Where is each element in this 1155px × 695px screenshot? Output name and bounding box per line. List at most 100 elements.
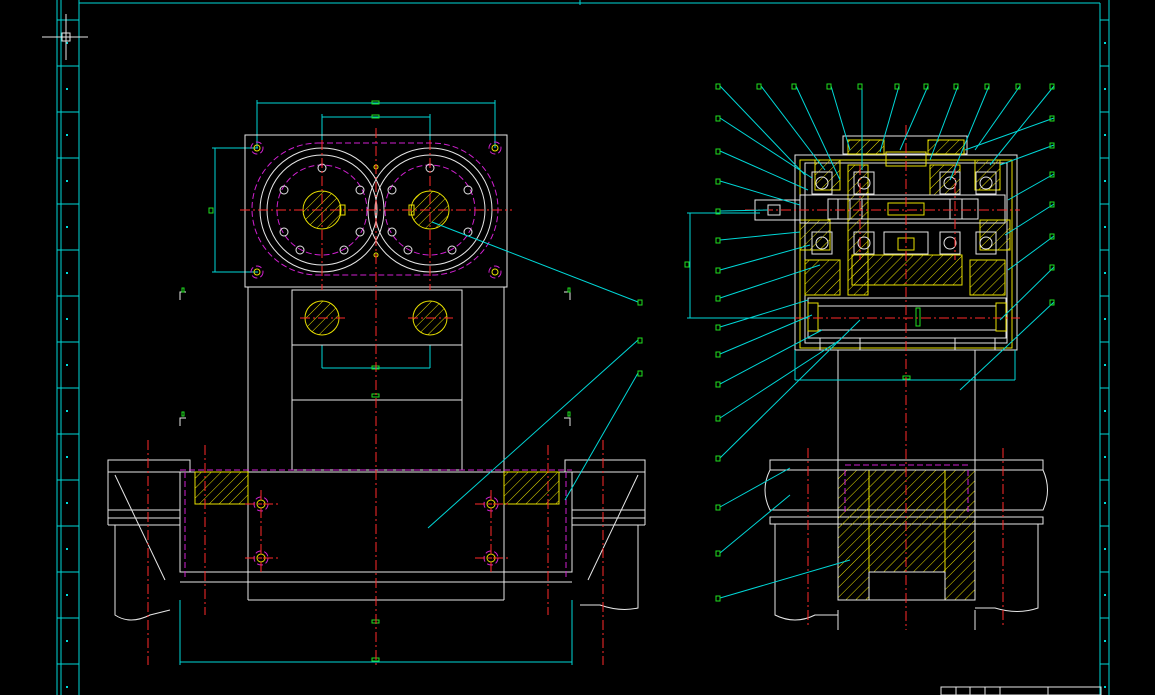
callout-marker [1049, 299, 1055, 306]
callout-leader [719, 244, 811, 271]
shafts [799, 194, 1007, 351]
front-view[interactable] [107, 100, 646, 668]
front-view-callouts [427, 221, 643, 529]
frame-dot [1104, 456, 1106, 458]
frame-dot [66, 364, 68, 366]
callout-leader [564, 372, 639, 501]
callout-marker [715, 115, 721, 122]
side-section-view[interactable] [684, 83, 1055, 630]
callout-marker [791, 83, 797, 90]
callout-leader [899, 85, 929, 151]
callout-marker [1049, 171, 1055, 178]
frame-dot [1104, 88, 1106, 90]
callout-leader [427, 339, 639, 529]
callout-leader [959, 301, 1055, 391]
callout-leader [719, 319, 861, 459]
frame-dot [66, 272, 68, 274]
column-body[interactable] [247, 287, 505, 600]
callout-marker [715, 351, 721, 358]
side-view-centerlines [745, 125, 1020, 630]
callout-leader [431, 221, 639, 303]
callout-leader [760, 85, 826, 171]
callout-marker [715, 550, 721, 557]
callout-marker [715, 267, 721, 274]
callout-marker [715, 504, 721, 511]
callout-marker [715, 83, 721, 90]
callout-marker [1015, 83, 1021, 90]
callout-leader [719, 467, 791, 508]
callout-marker [953, 83, 959, 90]
section-markers [179, 287, 571, 426]
callout-leader [719, 559, 851, 599]
frame-dot [66, 502, 68, 504]
callout-marker [1049, 201, 1055, 208]
callout-leader [1004, 203, 1055, 236]
frame-dot [1104, 410, 1106, 412]
callout-leader [719, 339, 841, 419]
crosshair-cursor-icon [42, 14, 88, 60]
frame-dot [66, 180, 68, 182]
callout-leader [795, 85, 841, 181]
callout-marker [715, 295, 721, 302]
callout-marker [637, 370, 643, 377]
frame-dot [1104, 134, 1106, 136]
callout-leader [1007, 235, 1055, 271]
callout-leader [929, 85, 959, 161]
frame-dot [1104, 42, 1106, 44]
callout-marker [1049, 115, 1055, 122]
callout-leader [999, 144, 1055, 166]
frame-dot [66, 594, 68, 596]
callout-marker [756, 83, 762, 90]
callout-marker [715, 237, 721, 244]
callout-marker [1049, 83, 1055, 90]
callout-marker [715, 208, 721, 215]
callout-leader [719, 231, 801, 241]
callout-marker [984, 83, 990, 90]
bearings [811, 171, 997, 255]
frame-dot [1104, 686, 1106, 688]
callout-marker [1049, 233, 1055, 240]
frame-dot [66, 226, 68, 228]
frame-dot [1104, 502, 1106, 504]
callout-leader [719, 329, 823, 385]
callout-marker [826, 83, 832, 90]
side-view-callouts [715, 83, 1055, 602]
frame-dot [66, 548, 68, 550]
frame-dot [66, 134, 68, 136]
frame-dot [1104, 640, 1106, 642]
callout-leader [949, 85, 990, 181]
callout-marker [923, 83, 929, 90]
callout-marker [1049, 142, 1055, 149]
callout-marker [715, 381, 721, 388]
callout-leader [964, 117, 1055, 151]
frame-dot [66, 318, 68, 320]
callout-leader [719, 85, 806, 176]
callout-leader [719, 494, 791, 554]
callout-marker [715, 455, 721, 462]
callout-marker [857, 83, 863, 90]
callout-leader [974, 85, 1021, 151]
side-column-base[interactable] [764, 350, 1048, 630]
callout-marker [894, 83, 900, 90]
callout-leader [719, 117, 813, 179]
frame-dot [66, 686, 68, 688]
callout-leader [719, 209, 769, 212]
frame-dot [66, 410, 68, 412]
callout-leader [719, 150, 809, 191]
callout-marker [715, 324, 721, 331]
front-view-centerlines [147, 128, 604, 668]
callout-marker [637, 337, 643, 344]
callout-leader [719, 314, 813, 355]
frame-zone-ticks-right [1100, 19, 1109, 688]
callout-marker [637, 299, 643, 306]
frame-dot [1104, 548, 1106, 550]
callout-leader [999, 266, 1055, 321]
drawing-frame [56, 0, 1110, 695]
callout-leader [989, 85, 1055, 166]
callout-marker [715, 415, 721, 422]
callout-marker [715, 178, 721, 185]
title-block [940, 686, 1102, 695]
callout-marker [1049, 264, 1055, 271]
callout-leader [719, 299, 809, 328]
